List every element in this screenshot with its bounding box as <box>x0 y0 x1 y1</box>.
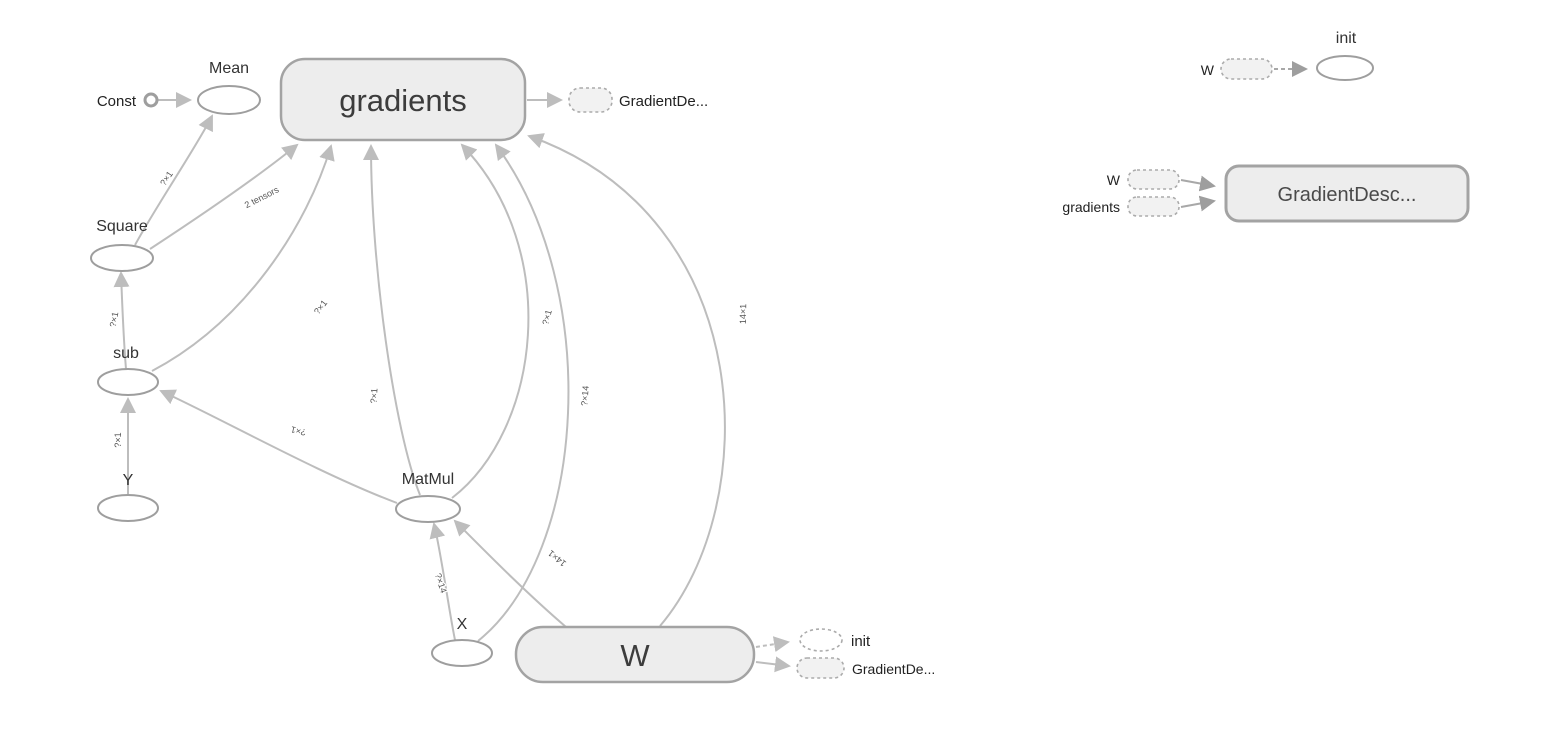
node-mean[interactable]: Mean <box>197 60 261 115</box>
node-sub[interactable]: sub <box>97 345 159 396</box>
node-w[interactable]: W <box>514 625 756 684</box>
edge-label-matmul-to-gradients-a: ?×1 <box>368 388 379 404</box>
aux-layer: init W W gradients GradientDesc... <box>1062 30 1470 223</box>
aux-gd-input-gradients-stub[interactable] <box>1127 196 1180 217</box>
edge-label-sub-to-square: ?×1 <box>108 311 121 328</box>
gradients-output-ref[interactable]: GradientDe... <box>568 87 708 113</box>
edge-sub-to-square <box>113 271 130 370</box>
node-x-label: X <box>457 616 468 633</box>
aux-gd-input-gradients-label: gradients <box>1062 199 1120 215</box>
node-x-shape[interactable] <box>431 639 493 667</box>
nodes-layer: Const Mean gradients GradientDe... Squar… <box>90 57 935 684</box>
w-gd-label: GradientDe... <box>852 661 935 677</box>
aux-gd-shape[interactable] <box>1224 164 1470 223</box>
aux-init-shape[interactable] <box>1316 55 1374 81</box>
w-init-ref[interactable]: init <box>799 628 871 652</box>
node-gradients-shape[interactable] <box>279 57 527 142</box>
edge-label-w-to-gradients: 14×1 <box>738 304 748 324</box>
node-w-label: W <box>620 638 650 673</box>
edge-matmul-to-gradients-b <box>451 143 530 499</box>
edge-sub-to-gradients <box>151 144 335 372</box>
aux-gd-input-gradients-edge <box>1180 195 1216 212</box>
node-y[interactable]: Y <box>97 472 159 522</box>
aux-init-input-w-label: W <box>1201 62 1215 78</box>
node-mean-label: Mean <box>209 60 249 77</box>
edge-labels-layer: ?×1 2 tensors ?×1 ?×1 ?×1 ?×1 ?×14 14×1 … <box>107 168 750 596</box>
aux-gd-input-w-edge <box>1180 175 1216 192</box>
edge-label-x-to-matmul: ?×14 <box>433 572 449 594</box>
aux-init-title: init <box>1336 30 1357 47</box>
w-gd-ref[interactable]: GradientDe... <box>796 657 935 679</box>
edge-label-w-to-matmul: 14×1 <box>546 548 568 569</box>
edge-matmul-to-sub <box>159 389 398 504</box>
node-gradients-label: gradients <box>339 83 467 118</box>
node-const-shape[interactable] <box>143 92 159 108</box>
edge-x-to-matmul <box>429 522 456 641</box>
gradients-output-stub[interactable] <box>568 87 613 113</box>
node-w-shape[interactable] <box>514 625 756 684</box>
edge-label-square-to-mean: ?×1 <box>158 169 175 187</box>
node-square-label: Square <box>96 218 148 235</box>
edge-square-to-gradients <box>149 143 299 250</box>
w-init-label: init <box>851 633 871 650</box>
node-y-label: Y <box>123 472 134 489</box>
node-y-shape[interactable] <box>97 494 159 522</box>
edge-matmul-to-gradients-a <box>363 144 421 496</box>
node-matmul-label: MatMul <box>402 471 454 488</box>
aux-init[interactable]: init W <box>1201 30 1374 81</box>
edge-x-to-gradients <box>477 143 570 642</box>
edge-label-matmul-to-sub: ?×1 <box>290 424 307 437</box>
node-square[interactable]: Square <box>90 218 154 272</box>
edge-label-square-to-gradients: 2 tensors <box>243 184 281 210</box>
edge-w-to-gd-ref <box>755 656 791 673</box>
aux-gd-input-w-label: W <box>1107 172 1121 188</box>
node-sub-label: sub <box>113 345 139 362</box>
edge-square-to-mean <box>134 114 213 246</box>
node-matmul-shape[interactable] <box>395 495 461 523</box>
edge-w-to-gradients <box>527 133 726 627</box>
node-sub-shape[interactable] <box>97 368 159 396</box>
edge-w-to-matmul <box>453 519 567 628</box>
gradients-output-label: GradientDe... <box>619 93 708 110</box>
edge-label-sub-to-gradients: ?×1 <box>312 298 329 316</box>
node-mean-shape[interactable] <box>197 85 261 115</box>
aux-init-input-w-stub[interactable] <box>1220 58 1273 80</box>
edge-label-matmul-to-gradients-b: ?×1 <box>540 309 553 326</box>
aux-gd-title: GradientDesc... <box>1278 184 1417 206</box>
node-gradients[interactable]: gradients <box>279 57 527 142</box>
edge-label-y-to-sub: ?×1 <box>113 432 123 447</box>
aux-gd-input-w-stub[interactable] <box>1127 169 1180 190</box>
node-square-shape[interactable] <box>90 244 154 272</box>
w-gd-stub[interactable] <box>796 657 845 679</box>
edge-w-to-init-ref <box>755 636 790 653</box>
node-const[interactable]: Const <box>97 92 159 110</box>
edge-label-x-to-gradients: ?×14 <box>579 385 590 406</box>
w-init-stub[interactable] <box>799 628 843 652</box>
node-x[interactable]: X <box>431 616 493 667</box>
node-matmul[interactable]: MatMul <box>395 471 461 523</box>
aux-gradient-descent[interactable]: W gradients GradientDesc... <box>1062 164 1470 223</box>
edges-layer <box>113 92 791 673</box>
node-const-label: Const <box>97 93 137 110</box>
